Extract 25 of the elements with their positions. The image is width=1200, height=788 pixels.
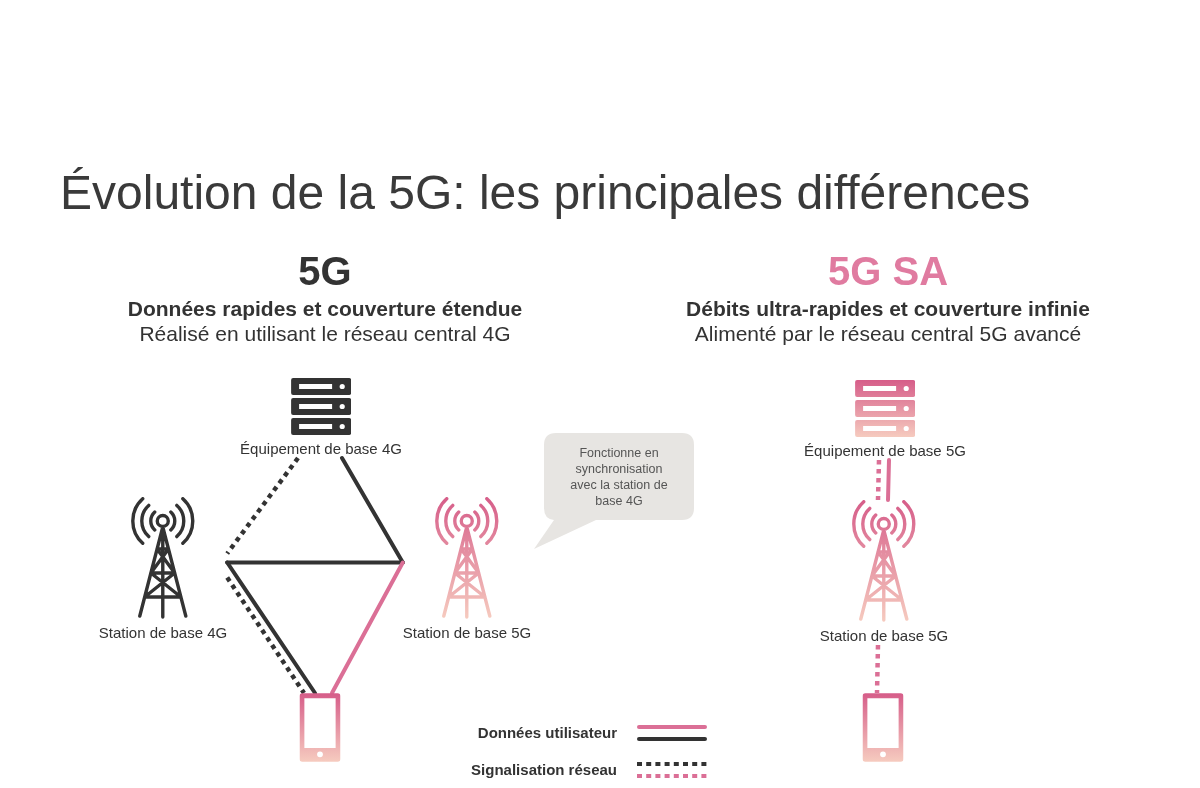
legend-label: Données utilisateur [477, 724, 617, 741]
callout-text: Fonctionne en synchronisation avec la station de base 4G [569, 444, 669, 509]
dotted-connector-line [875, 459, 882, 501]
section-subtitle: Débits ultra-rapides et couverture infinie [686, 297, 1090, 321]
station-label: Station de base 5G [819, 627, 949, 645]
dotted-connector-line [225, 456, 300, 555]
dotted-connector-line [874, 644, 881, 694]
section-heading: 5G SA [828, 248, 948, 294]
station-label: Station de base 5G [402, 624, 532, 642]
dotted-connector-line [225, 576, 306, 695]
station-label: Station de base 4G [98, 624, 228, 642]
smartphone-icon [862, 693, 904, 762]
legend-label: Signalisation réseau [471, 761, 617, 778]
equipment-label: Équipement de base 4G [240, 440, 402, 458]
section-description: Alimenté par le réseau central 5G avancé [694, 322, 1082, 346]
connector-line [225, 560, 317, 695]
section-heading: 5G [298, 248, 352, 294]
equipment-label: Équipement de base 5G [804, 442, 966, 460]
smartphone-icon [299, 693, 341, 762]
diagram-title: Évolution de la 5G: les principales différences [60, 166, 1031, 220]
connector-line [330, 560, 405, 695]
section-description: Réalisé en utilisant le réseau central 4G [139, 322, 511, 346]
section-subtitle: Données rapides et couverture étendue [127, 297, 523, 321]
connector-line [886, 458, 891, 502]
connector-line [340, 456, 405, 565]
